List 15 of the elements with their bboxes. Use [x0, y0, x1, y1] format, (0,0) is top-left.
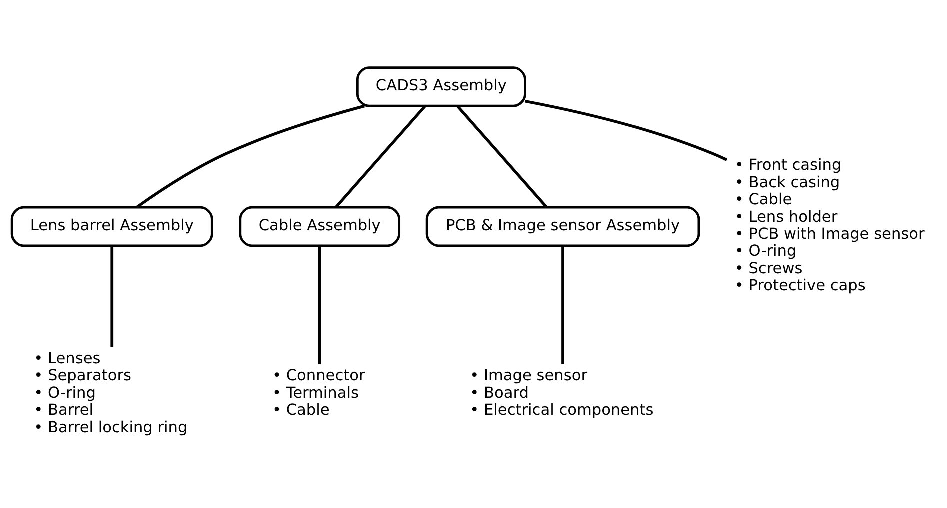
connector — [136, 104, 365, 208]
node-text: • Lenses • Separators • O-ring • Barrel • Barrel locking ring — [34, 348, 188, 436]
node-box: PCB & Image sensor Assembly — [426, 206, 700, 247]
connector — [456, 104, 548, 208]
connector — [525, 99, 728, 161]
connector — [318, 246, 322, 364]
node-box: CADS3 Assembly — [356, 66, 526, 107]
node-text: • Connector • Terminals • Cable — [272, 366, 366, 419]
node-text: • Image sensor • Board • Electrical components — [470, 366, 654, 419]
connector — [334, 104, 426, 208]
node-box: Lens barrel Assembly — [10, 206, 214, 247]
connector — [562, 246, 564, 364]
connector — [110, 246, 114, 347]
node-text: • Front casing • Back casing • Cable • Lens holder • PCB with Image sensor • O-ring • Screws • Protective caps — [734, 156, 925, 294]
node-box: Cable Assembly — [239, 206, 400, 247]
